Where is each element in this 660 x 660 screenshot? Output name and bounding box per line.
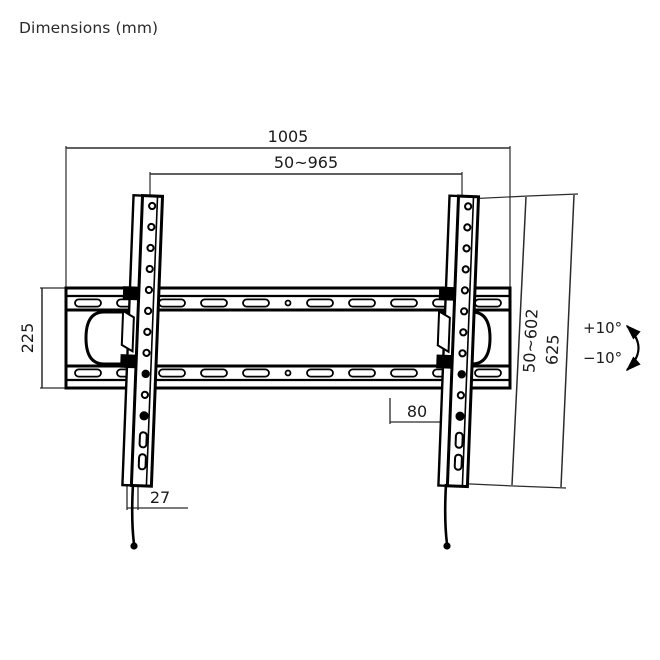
tilt-arc-arrow-icon xyxy=(625,324,641,372)
vesa-vertical-range-label: 50~602 xyxy=(519,308,541,373)
release-cord-left xyxy=(130,483,138,550)
page-title: Dimensions (mm) xyxy=(19,19,159,37)
release-cord-right xyxy=(443,483,451,550)
dimension-vesa-horizontal-range: 50~965 xyxy=(149,153,463,205)
rail-right-hole-column xyxy=(455,202,473,421)
vesa-horizontal-range-label: 50~965 xyxy=(274,153,338,172)
plate-height-label: 225 xyxy=(18,323,37,354)
vertical-rail-right xyxy=(436,194,481,489)
rail-left-hole-column xyxy=(139,201,157,421)
dimension-mount-depth: 80 xyxy=(389,398,445,424)
dimension-rail-length: 625 xyxy=(513,193,579,489)
mount-depth-label: 80 xyxy=(407,402,427,421)
dimension-overall-width: 1005 xyxy=(65,127,511,300)
dimension-vesa-vertical-range: 50~602 xyxy=(448,195,542,487)
rail-length-label: 625 xyxy=(542,334,563,365)
profile-depth-label: 27 xyxy=(150,488,170,507)
vertical-rail-left xyxy=(120,194,165,488)
tilt-up-label: +10° xyxy=(583,319,622,337)
overall-width-label: 1005 xyxy=(268,127,309,146)
tilt-range-annotation: +10° −10° xyxy=(583,319,641,372)
tilt-down-label: −10° xyxy=(583,349,622,367)
